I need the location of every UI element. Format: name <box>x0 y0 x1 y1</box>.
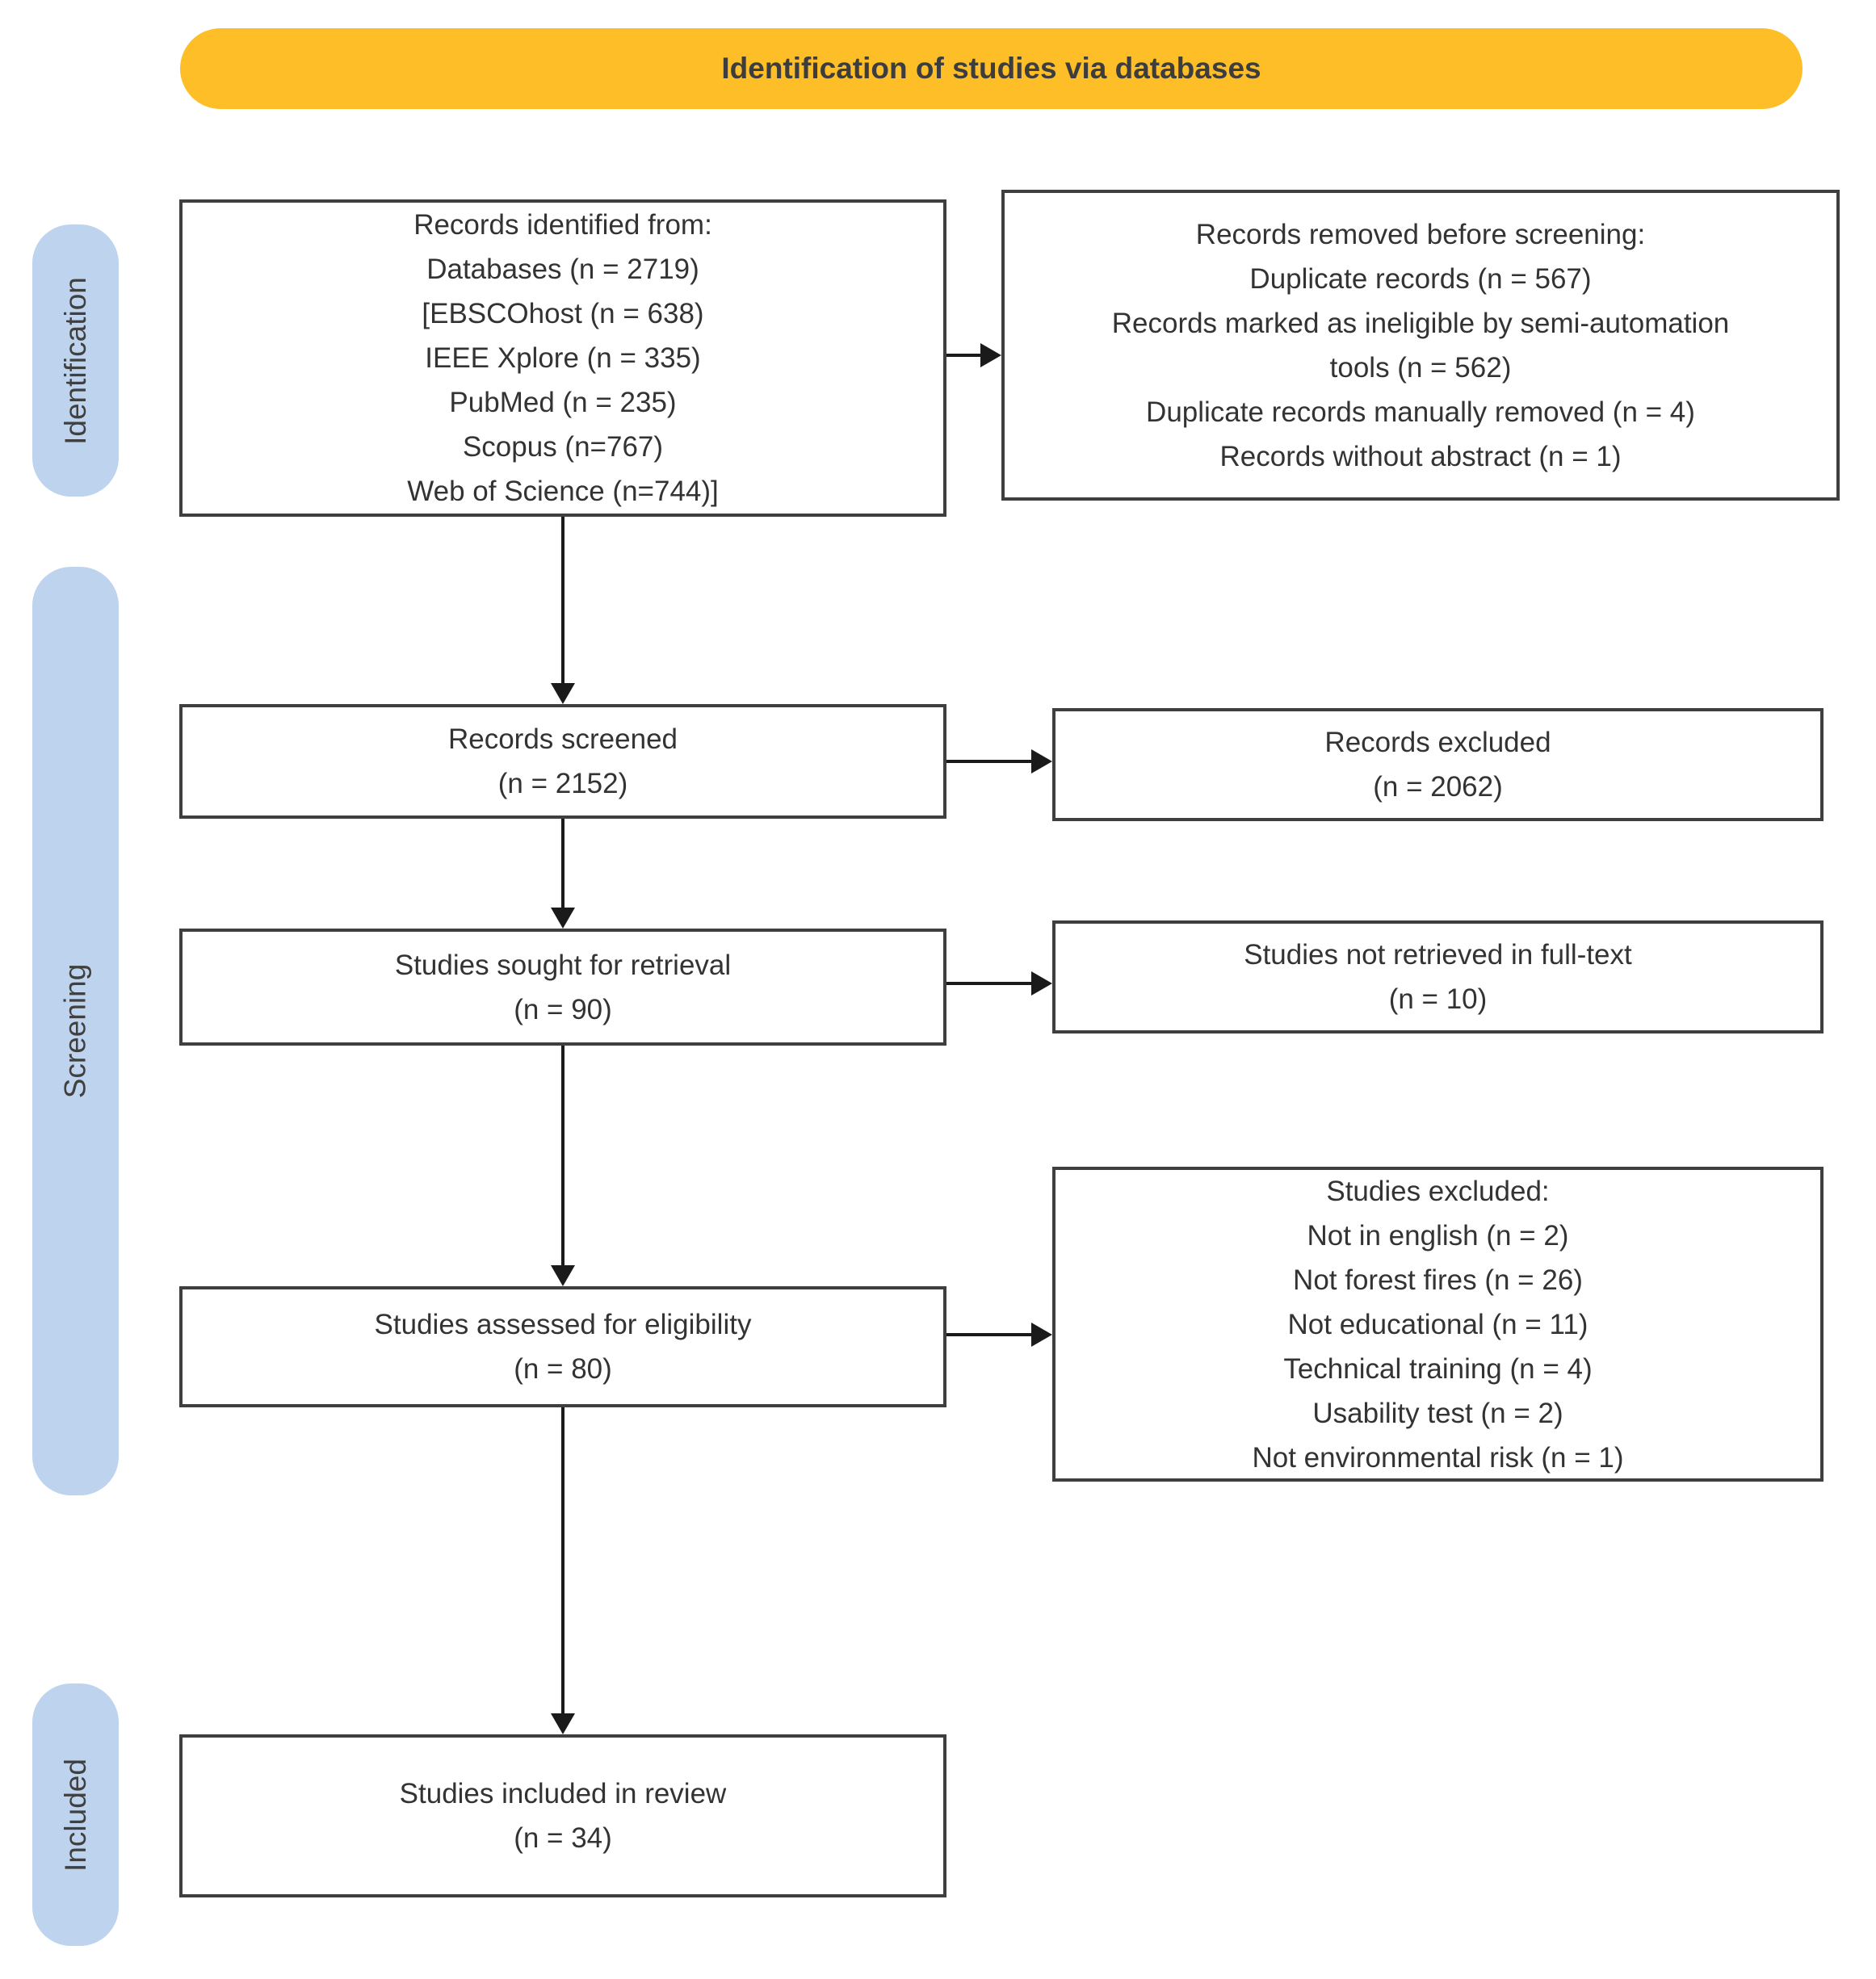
arrow-shaft <box>561 1407 564 1717</box>
arrow-assessed-to-studies-excluded <box>946 1323 1052 1347</box>
box-records-removed-before-screening: Records removed before screening: Duplica… <box>1001 190 1840 501</box>
box-studies-assessed-for-eligibility: Studies assessed for eligibility (n = 80) <box>179 1286 946 1407</box>
box-text-line: Not environmental risk (n = 1) <box>1252 1441 1624 1474</box>
box-text-line: Records identified from: <box>413 209 712 241</box>
stage-pill-identification: Identification <box>32 224 119 497</box>
box-text-line: Records marked as ineligible by semi-aut… <box>1111 307 1730 339</box>
box-text-line: Web of Science (n=744)] <box>407 476 719 507</box>
box-text-line: Records screened <box>447 723 678 755</box>
box-text-line: (n = 90) <box>514 993 612 1025</box>
banner-title: Identification of studies via databases <box>721 52 1261 85</box>
arrow-head-right-icon <box>1031 749 1052 774</box>
box-studies-included-in-review: Studies included in review (n = 34) <box>179 1734 946 1897</box>
box-text-line: Not educational (n = 11) <box>1287 1308 1589 1340</box>
arrow-head-right-icon <box>1031 971 1052 996</box>
box-text-line: (n = 80) <box>514 1353 612 1385</box>
box-text-line: Duplicate records manually removed (n = … <box>1146 396 1695 428</box>
box-text-line: PubMed (n = 235) <box>449 387 677 418</box>
box-text-line: IEEE Xplore (n = 335) <box>425 342 701 374</box>
stage-pill-included: Included <box>32 1683 119 1946</box>
arrow-assessed-to-included <box>551 1407 575 1734</box>
box-records-identified: Records identified from: Databases (n = 2… <box>179 199 946 517</box>
box-text-line: [EBSCOhost (n = 638) <box>422 298 704 329</box>
box-text-line: Records without abstract (n = 1) <box>1219 440 1622 472</box>
box-text-line: Not forest fires (n = 26) <box>1293 1264 1583 1296</box>
arrow-head-down-icon <box>551 683 575 704</box>
arrow-shaft <box>946 354 984 357</box>
stage-label-screening: Screening <box>58 963 92 1099</box>
box-text-line: Studies assessed for eligibility <box>374 1309 752 1340</box>
arrow-head-down-icon <box>551 1265 575 1286</box>
arrow-shaft <box>561 1046 564 1268</box>
box-text-line: Studies excluded: <box>1326 1175 1550 1207</box>
arrow-sought-to-not-retrieved <box>946 971 1052 996</box>
box-text-line: Not in english (n = 2) <box>1307 1219 1569 1252</box>
box-text-line: Scopus (n=767) <box>462 431 664 463</box>
box-studies-not-retrieved: Studies not retrieved in full-text (n = 1… <box>1052 920 1824 1034</box>
box-text-line: Studies sought for retrieval <box>394 949 732 981</box>
arrow-screened-to-excluded <box>946 749 1052 774</box>
box-text-line: (n = 10) <box>1388 983 1488 1015</box>
box-text-line: (n = 2152) <box>497 768 628 799</box>
arrow-shaft <box>946 760 1035 763</box>
box-text-line: Databases (n = 2719) <box>426 254 699 285</box>
box-studies-sought-for-retrieval: Studies sought for retrieval (n = 90) <box>179 929 946 1046</box>
box-text-line: Studies not retrieved in full-text <box>1244 939 1632 971</box>
arrow-identified-to-screened <box>551 517 575 704</box>
stage-pill-screening: Screening <box>32 567 119 1495</box>
box-text-line: Technical training (n = 4) <box>1283 1352 1593 1385</box>
box-records-excluded: Records excluded (n = 2062) <box>1052 708 1824 821</box>
stage-label-included: Included <box>58 1758 92 1872</box>
box-text-line: Usability test (n = 2) <box>1312 1397 1563 1429</box>
arrow-head-right-icon <box>980 343 1001 367</box>
box-text-line: (n = 2062) <box>1373 771 1503 803</box>
arrow-identified-to-removed <box>946 343 1001 367</box>
arrow-head-down-icon <box>551 1713 575 1734</box>
arrow-shaft <box>561 819 564 911</box>
box-text-line: Records removed before screening: <box>1195 218 1646 250</box>
box-text-line: Records excluded <box>1324 727 1551 758</box>
box-text-line: tools (n = 562) <box>1329 351 1512 384</box>
arrow-sought-to-assessed <box>551 1046 575 1286</box>
arrow-shaft <box>946 1333 1035 1336</box>
banner-identification-via-databases: Identification of studies via databases <box>180 28 1803 109</box>
box-studies-excluded: Studies excluded: Not in english (n = 2) N… <box>1052 1167 1824 1482</box>
box-text-line: (n = 34) <box>514 1822 612 1854</box>
arrow-shaft <box>561 517 564 686</box>
stage-label-identification: Identification <box>58 276 92 445</box>
arrow-shaft <box>946 982 1035 985</box>
arrow-screened-to-sought <box>551 819 575 929</box>
arrow-head-down-icon <box>551 908 575 929</box>
box-text-line: Duplicate records (n = 567) <box>1249 262 1592 295</box>
box-records-screened: Records screened (n = 2152) <box>179 704 946 819</box>
arrow-head-right-icon <box>1031 1323 1052 1347</box>
box-text-line: Studies included in review <box>399 1778 727 1809</box>
